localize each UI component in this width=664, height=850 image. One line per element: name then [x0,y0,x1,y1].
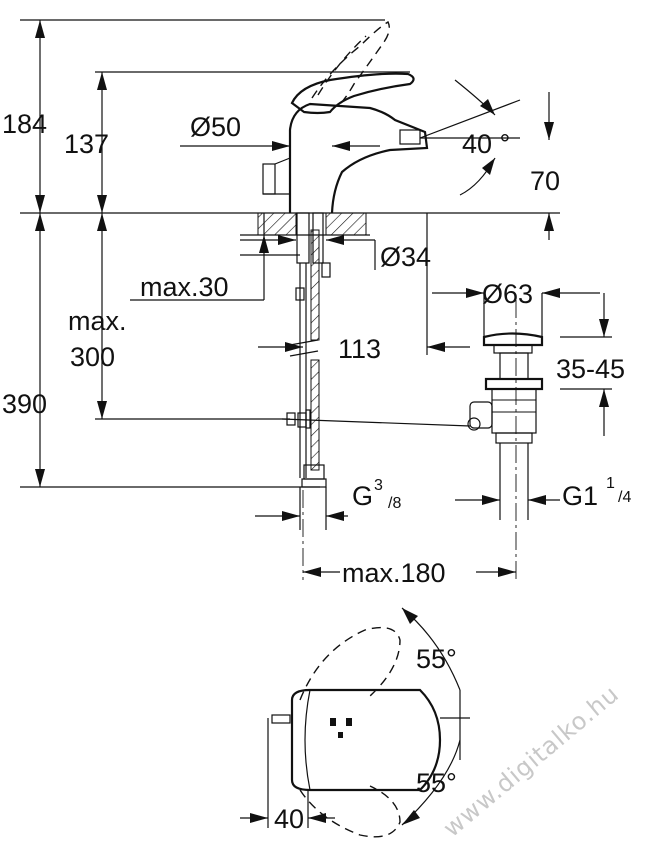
arrow-137-top [97,72,107,90]
shank [296,212,310,264]
arrow-70-bottom [544,213,554,231]
handle-rotated-up [299,626,401,701]
arrow-40-right [308,813,326,823]
arrow-40-left [250,813,268,823]
arrow-180-left [303,567,321,577]
waste-tail-nut [495,432,533,444]
label-max: max. [68,306,127,336]
arrow-137-bottom [97,195,107,213]
label-g1-den: /4 [618,489,631,506]
arrow-390-top [35,213,45,231]
arrow-3545-bottom [599,389,609,407]
plan-body-edge [304,689,311,791]
plan-popup-knob [271,714,291,724]
arrow-390-bottom [35,469,45,487]
arrow-63-left [466,288,484,298]
label-70: 70 [530,166,560,196]
label-angle-55-top: 55° [416,644,457,674]
hose-right-lower [310,359,320,471]
lever-raised-inner [317,35,367,96]
waste-body-top [499,352,529,380]
waste-flange [493,344,533,354]
rod-clip-3 [305,409,311,429]
arrow-3545-top [599,319,609,337]
label-184: 184 [2,109,47,139]
handle-rotated-down [299,785,401,838]
label-angle-40: 40 ° [462,129,510,159]
label-113: 113 [338,334,381,364]
label-max-180: max.180 [342,558,446,588]
plan-body [290,688,442,792]
dimension-labels: 184 137 Ø50 40 ° 70 Ø34 max.30 max. 300 … [2,109,631,834]
popup-link-rod [281,418,471,427]
arrow-50-left [272,141,290,151]
dimension-lines [20,19,612,577]
arrow-g114-right [528,495,546,505]
label-diameter-50: Ø50 [190,112,241,142]
faucet-plan-view [240,607,470,838]
label-300: 300 [70,342,115,372]
faucet-elevation [20,21,560,580]
label-35-45: 35-45 [556,354,625,384]
waste-assembly [467,332,544,520]
indicator-hot [330,718,336,726]
watermark: www.digitalko.hu [438,680,625,843]
arrow-34-right [326,235,344,245]
waste-body [491,388,537,434]
arrow-113-right [427,342,445,352]
arrow-70-top [544,122,554,140]
fitting-1 [295,287,305,301]
arrow-180-right [498,567,516,577]
faucet-body [288,102,429,214]
arrow-30 [259,235,269,253]
lever-handle-raised [311,21,391,105]
popup-rod-link [274,150,291,165]
arrow-300-bottom [97,401,107,419]
break-mark-1 [289,339,319,346]
waste-nut [484,377,544,391]
deck-hatch-right [325,212,367,236]
lever-handle [290,72,415,115]
arrow-55-top [402,608,418,624]
label-angle-55-bottom: 55° [416,768,457,798]
label-g1: G1 [562,481,598,511]
label-40: 40 [274,804,304,834]
label-diameter-63: Ø63 [482,279,533,309]
arrow-angle-top [480,99,495,115]
label-max-30: max.30 [140,272,229,302]
arrow-113-left [285,342,303,352]
label-g: G [352,481,373,511]
waste-rod-connector [469,401,493,429]
waste-plug [482,332,544,347]
indicator-center [338,732,343,738]
connector-thread [301,478,327,488]
label-137: 137 [64,129,109,159]
popup-rod [262,163,276,195]
label-g-num: 3 [374,477,383,494]
arrow-g38-right [326,511,344,521]
arrow-g38-left [282,511,300,521]
arrow-angle-bottom [482,158,495,175]
arrow-63-right [542,288,560,298]
hose-right [310,229,320,341]
arrow-184-top [35,20,45,38]
arrow-34-left [278,235,296,245]
label-390: 390 [2,389,47,419]
label-diameter-34: Ø34 [380,242,431,272]
waste-rod-pivot [467,417,481,431]
break-mark-2 [289,350,319,357]
arrow-g114-left [482,495,500,505]
spray-nozzle [399,129,421,145]
arrow-50-right [332,141,350,151]
indicator-cold [346,718,352,726]
label-g-den: /8 [388,495,401,512]
arrow-55-bottom [402,810,420,825]
nut [321,262,331,278]
arrow-184-bottom [35,195,45,213]
label-g1-num: 1 [606,475,615,492]
angle-ray-1 [419,99,521,139]
arrow-300-top [97,213,107,231]
